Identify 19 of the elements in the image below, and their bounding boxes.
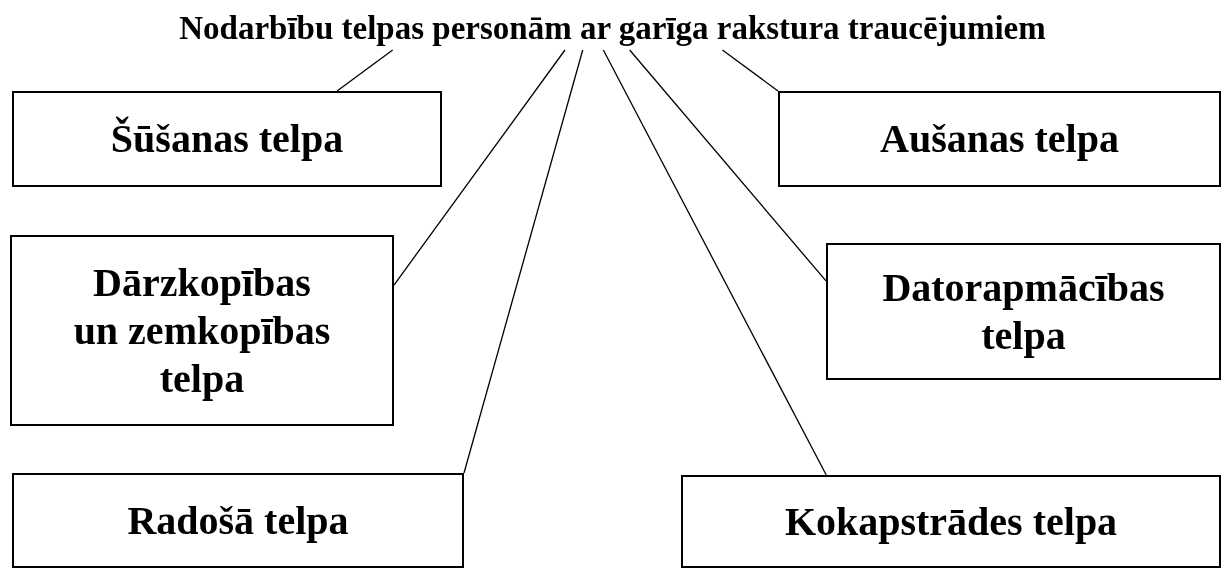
connector-line (602, 49, 827, 476)
room-box (778, 91, 1221, 187)
room-box (10, 235, 394, 426)
room-box (12, 473, 464, 568)
room-label: Aušanas telpa (880, 115, 1119, 163)
diagram-title: Nodarbību telpas personām ar garīga rakstura traucējumiem (40, 6, 1185, 50)
room-box (681, 475, 1221, 568)
connector-line (629, 49, 827, 282)
connector-line (721, 49, 779, 92)
room-label: Dārzkopības un zemkopības telpa (72, 258, 332, 403)
room-label: Kokapstrādes telpa (784, 497, 1118, 546)
room-label: Radošā telpa (127, 496, 349, 545)
connector-line (336, 49, 394, 92)
room-label: Šūšanas telpa (110, 115, 344, 163)
connector-line (463, 49, 584, 474)
room-box (12, 91, 442, 187)
connector-line (393, 49, 566, 286)
room-label: Datorapmācības telpa (881, 263, 1166, 360)
room-box (826, 243, 1221, 380)
